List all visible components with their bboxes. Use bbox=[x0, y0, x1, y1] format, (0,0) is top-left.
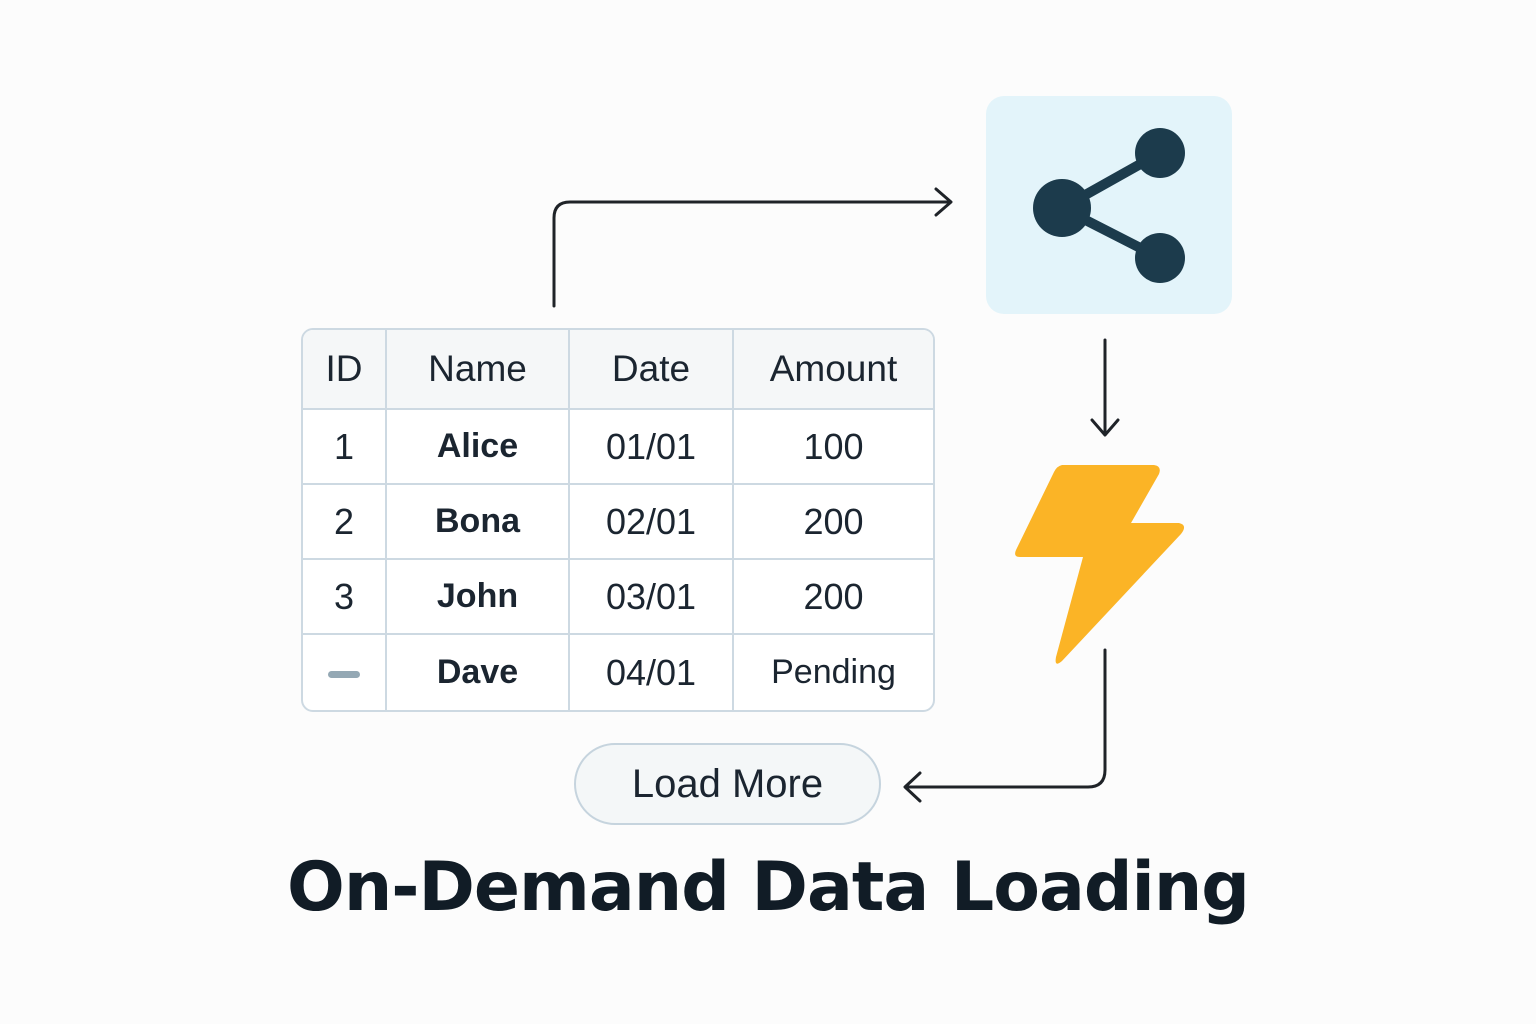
table-row: 2 Bona 02/01 200 bbox=[303, 485, 933, 560]
arrow-bolt-to-button-head bbox=[903, 771, 922, 803]
date-cell: 01/01 bbox=[570, 410, 734, 485]
column-header-date: Date bbox=[570, 330, 734, 410]
column-header-id: ID bbox=[303, 330, 387, 410]
amount-cell: 200 bbox=[734, 485, 933, 560]
data-table: ID Name Date Amount 1 Alice 01/01 100 2 … bbox=[301, 328, 935, 712]
date-cell: 04/01 bbox=[570, 635, 734, 710]
dash-icon bbox=[328, 671, 360, 679]
load-more-button[interactable]: Load More bbox=[574, 743, 881, 825]
name-cell: Dave bbox=[387, 635, 570, 710]
lightning-bolt-icon bbox=[1015, 465, 1185, 664]
arrow-table-to-share-head bbox=[934, 187, 953, 217]
amount-cell: 100 bbox=[734, 410, 933, 485]
arrow-bolt-to-button bbox=[904, 648, 1107, 789]
arrow-table-to-share bbox=[552, 200, 952, 308]
column-header-amount: Amount bbox=[734, 330, 933, 410]
share-icon bbox=[1033, 128, 1185, 283]
name-cell: Alice bbox=[387, 410, 570, 485]
table-row: 1 Alice 01/01 100 bbox=[303, 410, 933, 485]
date-cell: 03/01 bbox=[570, 560, 734, 635]
id-cell bbox=[303, 635, 387, 710]
id-cell: 2 bbox=[303, 485, 387, 560]
column-header-name: Name bbox=[387, 330, 570, 410]
arrow-share-to-bolt-head bbox=[1090, 418, 1120, 437]
name-cell: John bbox=[387, 560, 570, 635]
amount-cell: 200 bbox=[734, 560, 933, 635]
id-cell: 3 bbox=[303, 560, 387, 635]
table-row: 3 John 03/01 200 bbox=[303, 560, 933, 635]
name-cell: Bona bbox=[387, 485, 570, 560]
share-node bbox=[986, 96, 1232, 314]
date-cell: 02/01 bbox=[570, 485, 734, 560]
table-header-row: ID Name Date Amount bbox=[303, 330, 933, 410]
id-cell: 1 bbox=[303, 410, 387, 485]
page-title: On-Demand Data Loading bbox=[287, 848, 1250, 927]
amount-cell: Pending bbox=[771, 653, 896, 691]
table-row: Dave 04/01 Pending bbox=[303, 635, 933, 710]
